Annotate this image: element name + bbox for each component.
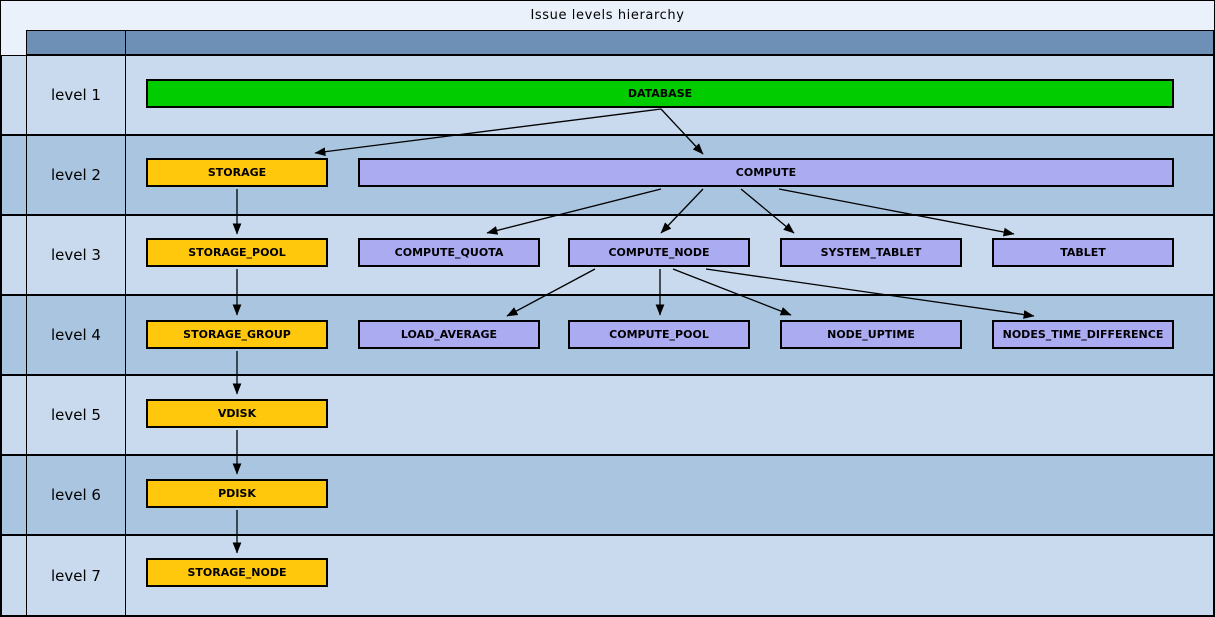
level-label-3: level 3 bbox=[26, 215, 126, 295]
row-strip-cell bbox=[1, 535, 27, 616]
diagram-title-band: Issue levels hierarchy bbox=[1, 1, 1214, 30]
node-vdisk: VDISK bbox=[146, 399, 328, 428]
level-label-2: level 2 bbox=[26, 135, 126, 215]
node-load-average: LOAD_AVERAGE bbox=[358, 320, 540, 349]
level-label-5: level 5 bbox=[26, 375, 126, 455]
node-compute-quota: COMPUTE_QUOTA bbox=[358, 238, 540, 267]
node-node-uptime: NODE_UPTIME bbox=[780, 320, 962, 349]
node-storage-group: STORAGE_GROUP bbox=[146, 320, 328, 349]
node-system-tablet: SYSTEM_TABLET bbox=[780, 238, 962, 267]
diagram-title: Issue levels hierarchy bbox=[530, 8, 685, 23]
header-corner-cell bbox=[1, 30, 27, 55]
node-pdisk: PDISK bbox=[146, 479, 328, 508]
row-strip-cell bbox=[1, 55, 27, 135]
node-compute: COMPUTE bbox=[358, 158, 1174, 187]
header-label-cell bbox=[26, 30, 126, 55]
level-label-6: level 6 bbox=[26, 455, 126, 535]
row-content-cell bbox=[125, 455, 1214, 535]
node-storage: STORAGE bbox=[146, 158, 328, 187]
node-compute-node: COMPUTE_NODE bbox=[568, 238, 750, 267]
node-database: DATABASE bbox=[146, 79, 1174, 108]
row-strip-cell bbox=[1, 455, 27, 535]
row-strip-cell bbox=[1, 215, 27, 295]
header-content-cell bbox=[125, 30, 1214, 55]
row-strip-cell bbox=[1, 375, 27, 455]
level-label-1: level 1 bbox=[26, 55, 126, 135]
level-label-4: level 4 bbox=[26, 295, 126, 375]
node-storage-node: STORAGE_NODE bbox=[146, 558, 328, 587]
level-label-7: level 7 bbox=[26, 535, 126, 616]
node-nodes-time-difference: NODES_TIME_DIFFERENCE bbox=[992, 320, 1174, 349]
node-storage-pool: STORAGE_POOL bbox=[146, 238, 328, 267]
row-strip-cell bbox=[1, 295, 27, 375]
row-strip-cell bbox=[1, 135, 27, 215]
node-tablet: TABLET bbox=[992, 238, 1174, 267]
node-compute-pool: COMPUTE_POOL bbox=[568, 320, 750, 349]
